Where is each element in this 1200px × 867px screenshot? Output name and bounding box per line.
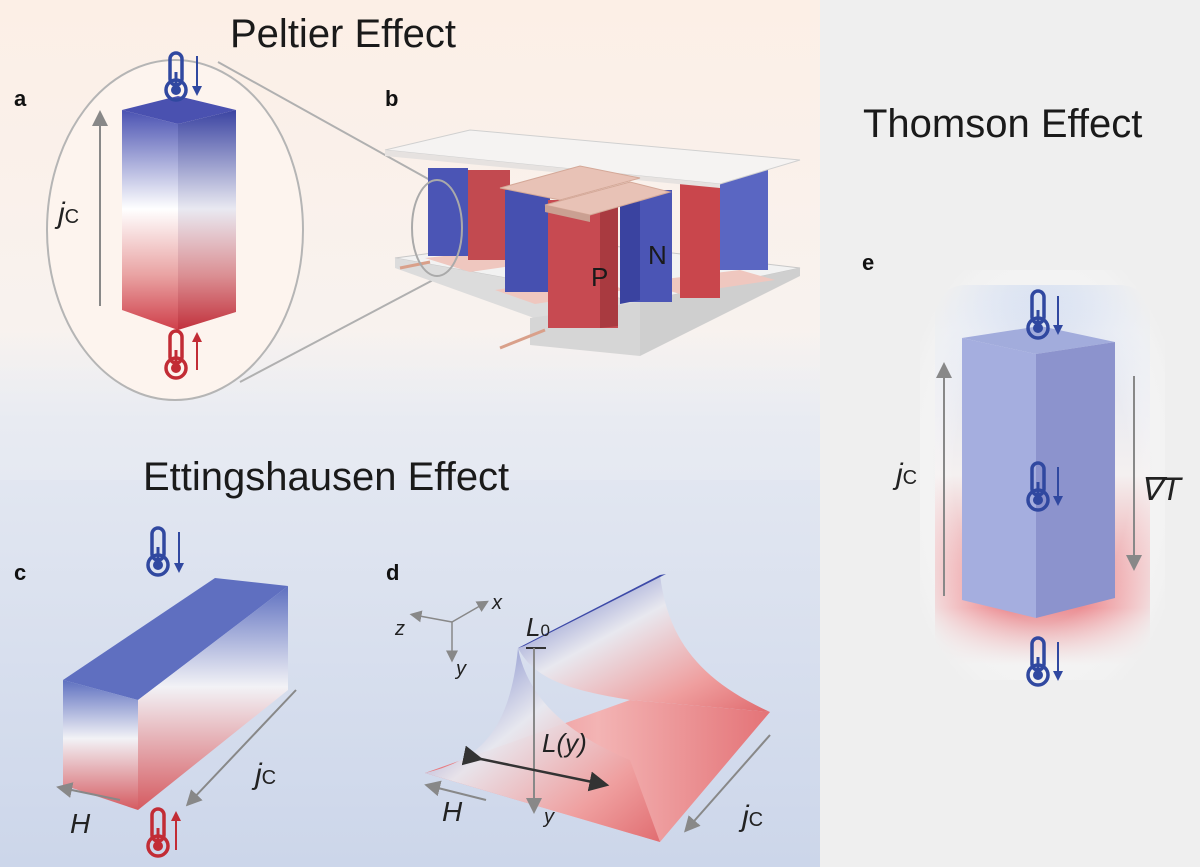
axis-x-label: x	[492, 592, 502, 614]
column-e-side	[1036, 342, 1115, 618]
column-a-front	[122, 110, 178, 330]
thermometer-cold-icon	[1026, 289, 1050, 340]
column-a-top	[122, 96, 236, 124]
arrow-down-icon	[1053, 467, 1063, 506]
arrow-down-icon	[1053, 296, 1063, 335]
current-arrow-c	[185, 689, 297, 807]
current-label-a: jC	[58, 197, 80, 230]
arrow-down-icon	[1053, 642, 1063, 681]
axis-z-label: z	[395, 618, 405, 640]
current-label-c: jC	[255, 758, 277, 791]
temperature-gradient-label: ∇T	[1140, 471, 1181, 507]
axis-z-arrow	[409, 610, 453, 623]
thermometer-hot-icon	[164, 329, 188, 380]
arrow-up-icon	[171, 811, 181, 850]
thermometer-hot-icon	[146, 807, 170, 858]
y-label-d: y	[544, 806, 554, 828]
ly-label: L(y)	[542, 728, 587, 758]
column-e-top	[962, 326, 1115, 354]
column-e-front	[962, 338, 1036, 618]
current-arrow-d	[684, 734, 771, 833]
current-label-d: jC	[742, 800, 764, 833]
thermometer-cold-icon	[1026, 636, 1050, 687]
panel-label-a: a	[14, 86, 27, 111]
field-label-d: H	[442, 796, 463, 827]
thermometer-cold-icon	[164, 51, 188, 102]
title-thomson: Thomson Effect	[863, 102, 1143, 146]
axis-x-arrow	[451, 600, 489, 623]
zoom-line-bottom	[239, 269, 453, 383]
arrow-down-icon	[174, 532, 184, 573]
panel-label-c: c	[14, 560, 27, 585]
n-leg-label: N	[648, 240, 667, 270]
axis-y-label: y	[456, 658, 466, 680]
p-leg-label: P	[591, 262, 609, 292]
zoom-ellipse	[411, 179, 463, 277]
h-arrow-d	[424, 780, 487, 801]
thermometer-cold-icon	[1026, 461, 1050, 512]
thermometer-cold-icon	[146, 526, 170, 577]
h-arrow-c	[56, 782, 121, 801]
title-ettingshausen: Ettingshausen Effect	[143, 455, 510, 499]
current-label-e: jC	[896, 458, 918, 491]
l0-label: L0	[526, 612, 550, 642]
arrow-down-icon	[192, 56, 202, 96]
panel-label-d: d	[386, 560, 400, 585]
title-peltier: Peltier Effect	[230, 12, 457, 56]
panel-label-b: b	[385, 86, 399, 111]
block-c-side	[138, 586, 288, 810]
profile-surface	[518, 575, 770, 712]
block-c-top	[63, 578, 288, 700]
field-label-c: H	[70, 808, 91, 839]
panel-label-e: e	[862, 250, 875, 275]
block-c-front	[63, 680, 138, 810]
ly-arrow	[461, 745, 610, 792]
zoom-line-top	[217, 61, 431, 181]
column-a-side	[178, 110, 236, 330]
arrow-up-icon	[192, 332, 202, 370]
